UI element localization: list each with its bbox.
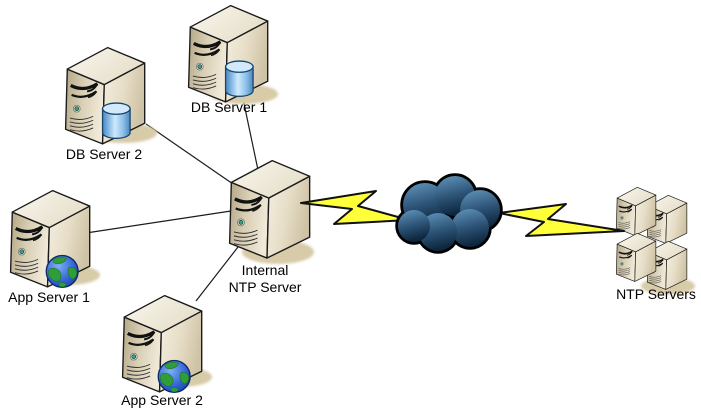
db-server-1-label: DB Server 1 — [190, 99, 268, 115]
globe-icon — [46, 256, 78, 288]
app-server-1-label: App Server 1 — [8, 289, 90, 305]
db-server-2-icon — [63, 45, 147, 146]
connector-lines — [85, 93, 259, 302]
lightning-bolt-internal-to-cloud — [300, 190, 410, 225]
lightning-bolt-cloud-to-ntp — [498, 203, 625, 237]
tower-server-icon — [227, 158, 312, 260]
edge-app1-internal-ntp — [85, 210, 232, 234]
ntp-servers-label: NTP Servers — [616, 286, 696, 302]
edge-db2-internal-ntp — [145, 123, 234, 185]
app-server-2-label: App Server 2 — [121, 392, 203, 408]
cloud-icon — [395, 173, 503, 254]
internal-ntp-server-icon — [227, 158, 312, 260]
tower-server-icon — [615, 186, 657, 237]
internal-ntp-server-label-line2: NTP Server — [228, 279, 302, 295]
edge-app2-internal-ntp — [195, 246, 239, 302]
internal-ntp-server-label-line1: Internal — [241, 262, 289, 278]
ntp-servers-cluster-icon — [615, 186, 688, 291]
globe-icon — [158, 361, 190, 393]
tower-server-icon — [615, 232, 657, 283]
db-server-2-label: DB Server 2 — [65, 146, 143, 162]
database-icon — [224, 60, 254, 97]
internal-ntp-server-label: Internal NTP Server — [229, 262, 302, 296]
database-icon — [101, 102, 131, 139]
app-server-1-icon — [8, 188, 92, 289]
app-server-2-icon — [120, 293, 204, 394]
db-server-1-icon — [186, 3, 270, 104]
edge-db1-internal-ntp — [241, 93, 259, 171]
